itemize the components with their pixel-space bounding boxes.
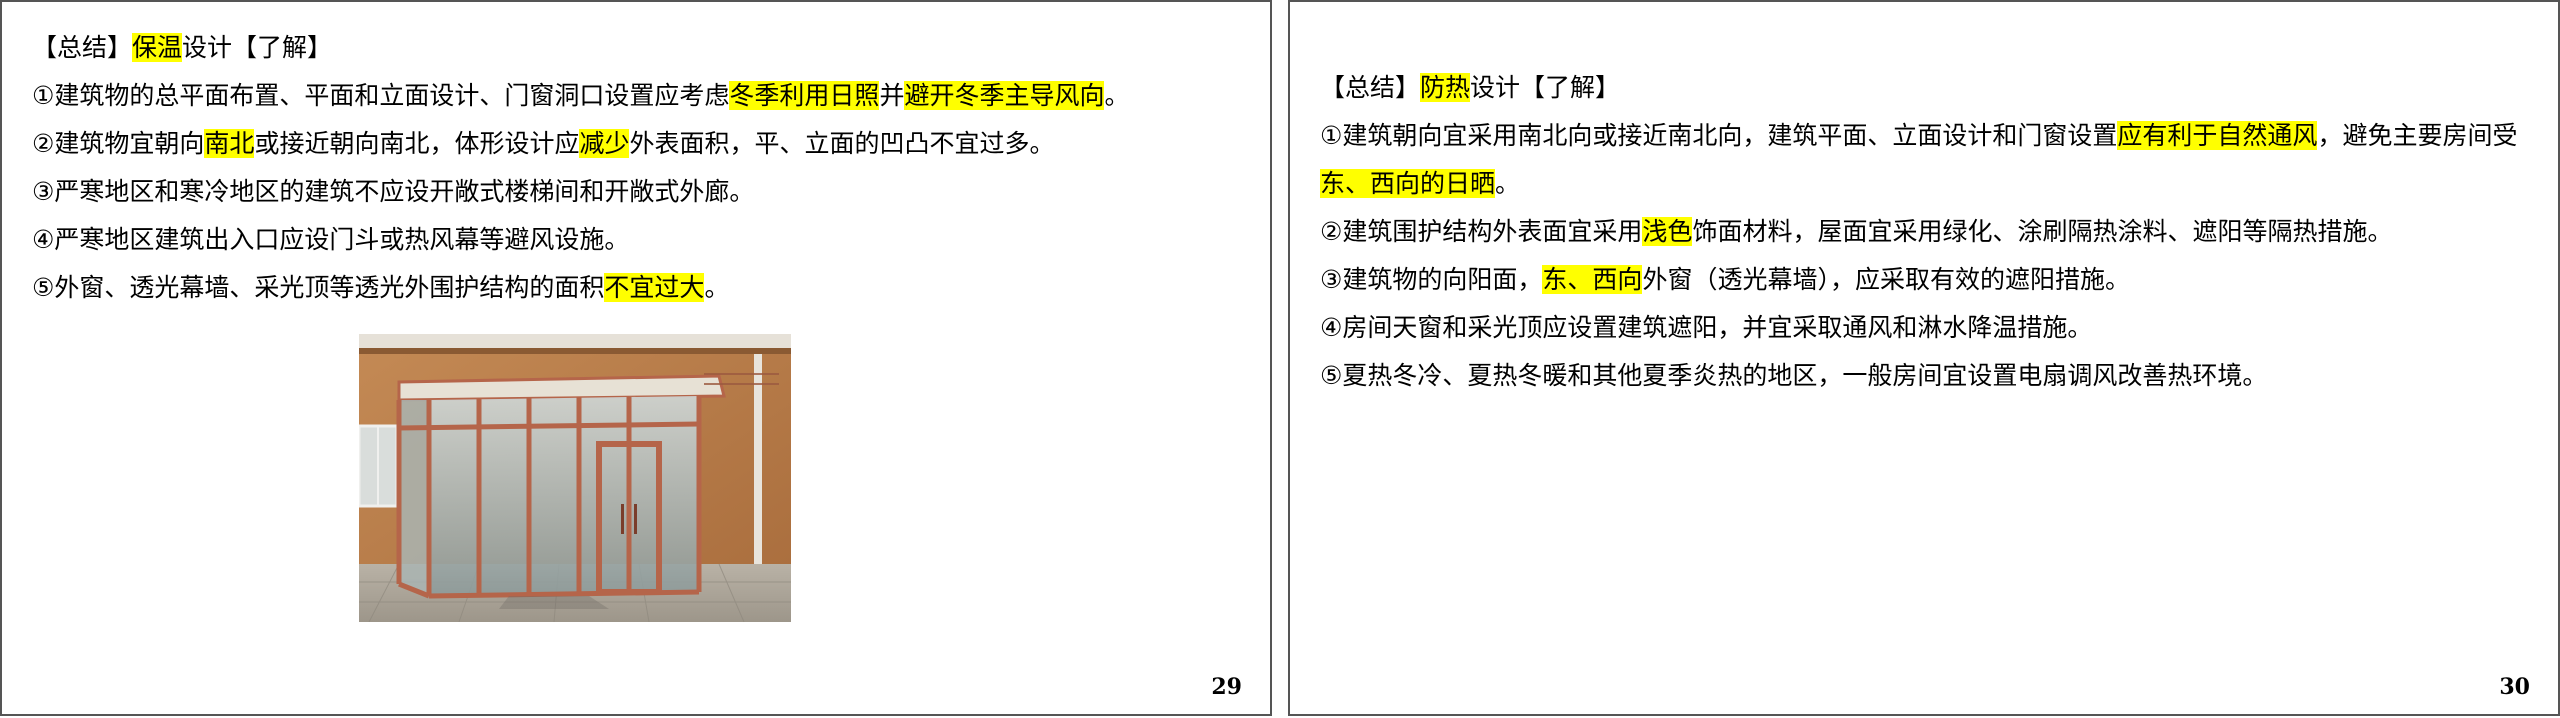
item-highlight: 浅色: [1642, 217, 1693, 246]
item-text: 并: [879, 81, 905, 110]
heading-suffix: 设计【了解】: [1470, 73, 1621, 102]
heading-highlight: 防热: [1420, 73, 1471, 102]
slide-30-item-1: ①建筑朝向宜采用南北向或接近南北向，建筑平面、立面设计和门窗设置应有利于自然通风…: [1320, 112, 2528, 208]
item-text: 外表面积，平、立面的凹凸不宜过多。: [629, 129, 1055, 158]
slide-30-item-2: ②建筑围护结构外表面宜采用浅色饰面材料，屋面宜采用绿化、涂刷隔热涂料、遮阳等隔热…: [1320, 208, 2528, 256]
item-text: ②建筑物宜朝向: [32, 129, 205, 158]
item-text: ④严寒地区建筑出入口应设门斗或热风幕等避风设施。: [32, 225, 630, 254]
item-highlight: 东、西向的日晒: [1320, 169, 1496, 198]
item-text: ③严寒地区和寒冷地区的建筑不应设开敞式楼梯间和开敞式外廊。: [32, 177, 755, 206]
slide-29-item-5: ⑤外窗、透光幕墙、采光顶等透光外围护结构的面积不宜过大。: [32, 264, 1240, 312]
item-highlight: 南北: [204, 129, 255, 158]
page-number: 30: [2499, 674, 2530, 700]
item-highlight: 不宜过大: [604, 273, 705, 302]
item-text: 或接近朝向南北，体形设计应: [254, 129, 580, 158]
heading-prefix: 【总结】: [1320, 73, 1421, 102]
item-text: ③建筑物的向阳面，: [1320, 265, 1543, 294]
slide-30-item-4: ④房间天窗和采光顶应设置建筑遮阳，并宜采取通风和淋水降温措施。: [1320, 304, 2528, 352]
slide-30: 【总结】防热设计【了解】 ①建筑朝向宜采用南北向或接近南北向，建筑平面、立面设计…: [1288, 0, 2560, 716]
slide-29: 【总结】保温设计【了解】 ①建筑物的总平面布置、平面和立面设计、门窗洞口设置应考…: [0, 0, 1272, 716]
heading-prefix: 【总结】: [32, 33, 133, 62]
slide-30-item-5: ⑤夏热冬冷、夏热冬暖和其他夏季炎热的地区，一般房间宜设置电扇调风改善热环境。: [1320, 352, 2528, 400]
item-text: 。: [1104, 81, 1130, 110]
item-text: ④房间天窗和采光顶应设置建筑遮阳，并宜采取通风和淋水降温措施。: [1320, 313, 2093, 342]
item-highlight: 东、西向: [1542, 265, 1643, 294]
item-text: 。: [1495, 169, 1521, 198]
item-text: ①建筑朝向宜采用南北向或接近南北向，建筑平面、立面设计和门窗设置: [1320, 121, 2118, 150]
slide-29-item-4: ④严寒地区建筑出入口应设门斗或热风幕等避风设施。: [32, 216, 1240, 264]
slide-29-heading: 【总结】保温设计【了解】: [32, 24, 1240, 72]
item-text: ⑤外窗、透光幕墙、采光顶等透光外围护结构的面积: [32, 273, 605, 302]
item-highlight: 减少: [579, 129, 630, 158]
item-text: ，避免主要房间受: [2317, 121, 2518, 150]
item-text: 饰面材料，屋面宜采用绿化、涂刷隔热涂料、遮阳等隔热措施。: [1692, 217, 2393, 246]
item-highlight: 冬季利用日照: [729, 81, 880, 110]
item-text: ①建筑物的总平面布置、平面和立面设计、门窗洞口设置应考虑: [32, 81, 730, 110]
slide-29-item-2: ②建筑物宜朝向南北或接近朝向南北，体形设计应减少外表面积，平、立面的凹凸不宜过多…: [32, 120, 1240, 168]
slide-29-content: 【总结】保温设计【了解】 ①建筑物的总平面布置、平面和立面设计、门窗洞口设置应考…: [32, 24, 1240, 312]
item-text: 外窗（透光幕墙），应采取有效的遮阳措施。: [1642, 265, 2130, 294]
item-highlight: 应有利于自然通风: [2117, 121, 2318, 150]
slide-29-item-1: ①建筑物的总平面布置、平面和立面设计、门窗洞口设置应考虑冬季利用日照并避开冬季主…: [32, 72, 1240, 120]
item-highlight: 避开冬季主导风向: [904, 81, 1105, 110]
glass-vestibule-photo: [359, 334, 791, 622]
slide-30-heading: 【总结】防热设计【了解】: [1320, 64, 2528, 112]
item-text: ②建筑围护结构外表面宜采用: [1320, 217, 1643, 246]
slide-30-content: 【总结】防热设计【了解】 ①建筑朝向宜采用南北向或接近南北向，建筑平面、立面设计…: [1320, 64, 2528, 400]
heading-highlight: 保温: [132, 33, 183, 62]
item-text: 。: [704, 273, 730, 302]
slide-30-item-3: ③建筑物的向阳面，东、西向外窗（透光幕墙），应采取有效的遮阳措施。: [1320, 256, 2528, 304]
slide-29-item-3: ③严寒地区和寒冷地区的建筑不应设开敞式楼梯间和开敞式外廊。: [32, 168, 1240, 216]
page-number: 29: [1211, 674, 1242, 700]
item-text: ⑤夏热冬冷、夏热冬暖和其他夏季炎热的地区，一般房间宜设置电扇调风改善热环境。: [1320, 361, 2268, 390]
heading-suffix: 设计【了解】: [182, 33, 333, 62]
